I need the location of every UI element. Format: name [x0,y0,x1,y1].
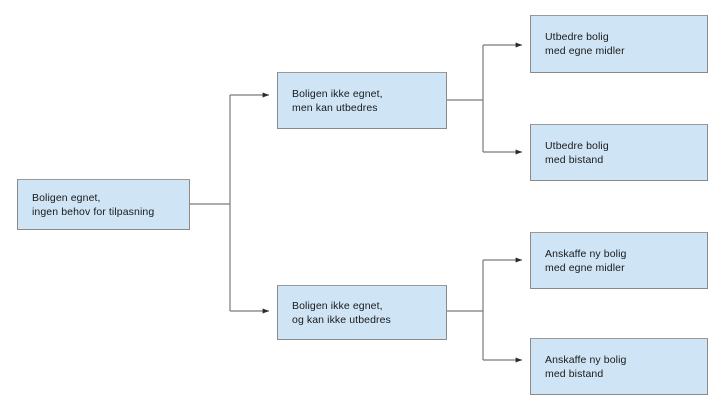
node-anskaffe-bistand[interactable]: Anskaffe ny bolig med bistand [530,338,708,395]
node-label-line-2: med bistand [545,153,604,166]
node-boligen-egnet[interactable]: Boligen egnet, ingen behov for tilpasnin… [17,179,190,230]
node-label-line-1: Boligen ikke egnet, [292,299,383,312]
node-label-line-1: Utbedre bolig [545,31,609,43]
node-label-line-2: ingen behov for tilpasning [32,205,155,218]
node-label-line-2: og kan ikke utbedres [292,313,391,326]
node-label-line-1: Anskaffe ny bolig [545,353,627,366]
edge-not-upgradable-split [447,260,484,360]
node-ikke-egnet-kan-utbedres[interactable]: Boligen ikke egnet, men kan utbedres [277,72,447,129]
edge-root-split [190,95,231,311]
node-anskaffe-egne-midler[interactable]: Anskaffe ny bolig med egne midler [530,232,708,289]
node-label-line-1: Anskaffe ny bolig [545,247,627,260]
node-utbedre-egne-midler[interactable]: Utbedre bolig med egne midler [530,15,708,73]
edge-upgradable-split [447,45,484,152]
node-label-line-2: med egne midler [545,45,625,57]
node-label-line-1: Utbedre bolig [545,139,609,152]
node-label-line-2: med bistand [545,367,604,380]
node-ikke-egnet-kan-ikke-utbedres[interactable]: Boligen ikke egnet, og kan ikke utbedres [277,285,447,340]
node-label-line-1: Boligen ikke egnet, [292,87,383,100]
node-label-line-2: men kan utbedres [292,101,378,114]
node-utbedre-bistand[interactable]: Utbedre bolig med bistand [530,124,708,181]
node-label-line-1: Boligen egnet, [32,191,101,204]
node-label-line-2: med egne midler [545,261,625,274]
